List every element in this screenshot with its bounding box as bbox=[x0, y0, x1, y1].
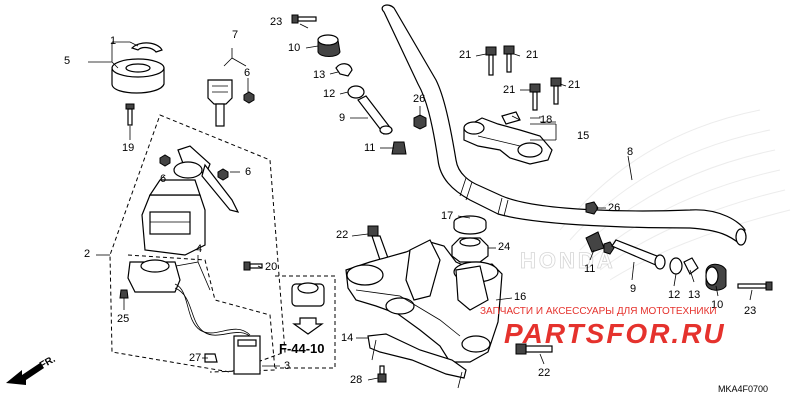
handlebar bbox=[381, 4, 747, 246]
callout-21: 21 bbox=[459, 49, 472, 61]
screw bbox=[119, 289, 129, 299]
key-cover bbox=[111, 58, 165, 94]
callout-12: 12 bbox=[668, 289, 681, 301]
nut bbox=[243, 91, 255, 104]
callout-22: 22 bbox=[336, 229, 349, 241]
callout-1: 1 bbox=[110, 35, 117, 47]
nut bbox=[217, 168, 229, 181]
callout-11: 11 bbox=[364, 142, 376, 154]
callout-6: 6 bbox=[160, 173, 167, 185]
nut bbox=[585, 201, 599, 215]
collar bbox=[669, 257, 683, 275]
callout-19: 19 bbox=[122, 142, 135, 154]
callout-27: 27 bbox=[189, 352, 202, 364]
callout-28: 28 bbox=[350, 374, 363, 386]
callout-21: 21 bbox=[568, 79, 581, 91]
callout-26: 26 bbox=[608, 202, 621, 214]
bolt bbox=[503, 45, 515, 73]
callout-7: 7 bbox=[232, 29, 239, 41]
watermark-line1: ЗАПЧАСТИ И АКСЕССУАРЫ ДЛЯ МОТОТЕХНИКИ bbox=[480, 306, 717, 317]
callout-14: 14 bbox=[341, 332, 354, 344]
fuel-cap-lock-ref bbox=[291, 282, 325, 307]
clip bbox=[204, 353, 218, 363]
pinch-bolt bbox=[515, 343, 553, 355]
clip bbox=[683, 257, 699, 275]
callout-15: 15 bbox=[577, 130, 590, 142]
bracket bbox=[367, 333, 467, 389]
callout-4: 4 bbox=[196, 243, 203, 255]
nut bbox=[603, 241, 615, 255]
ref-frame bbox=[275, 275, 336, 369]
callout-13: 13 bbox=[313, 69, 326, 81]
callout-10: 10 bbox=[711, 299, 724, 311]
callout-12: 12 bbox=[323, 88, 336, 100]
ignition-switch bbox=[141, 145, 240, 256]
circlip bbox=[130, 42, 163, 53]
stem-nut bbox=[451, 237, 489, 263]
callout-13: 13 bbox=[688, 289, 701, 301]
callout-18: 18 bbox=[540, 114, 553, 126]
ref-arrow bbox=[292, 317, 324, 335]
honda-brand-watermark: HONDA bbox=[520, 248, 616, 273]
callout-8: 8 bbox=[627, 146, 634, 158]
holder-plate bbox=[501, 111, 521, 125]
front-direction-arrow bbox=[6, 363, 44, 385]
bar-end-weight bbox=[705, 263, 727, 291]
callout-3: 3 bbox=[284, 360, 291, 372]
callout-24: 24 bbox=[498, 241, 511, 253]
callout-9: 9 bbox=[630, 283, 637, 295]
stem-cap bbox=[453, 215, 487, 235]
bolt bbox=[550, 77, 562, 105]
screw bbox=[243, 261, 263, 271]
callout-9: 9 bbox=[339, 112, 346, 124]
key bbox=[207, 79, 233, 127]
bolt bbox=[529, 83, 541, 111]
callout-21: 21 bbox=[526, 49, 539, 61]
callout-23: 23 bbox=[744, 305, 757, 317]
callout-10: 10 bbox=[288, 42, 301, 54]
watermark-line2: PARTSFOR.RU bbox=[504, 318, 726, 349]
callout-23: 23 bbox=[270, 16, 283, 28]
callout-25: 25 bbox=[117, 313, 130, 325]
callout-6: 6 bbox=[244, 67, 251, 79]
callout-17: 17 bbox=[441, 210, 454, 222]
screw bbox=[737, 281, 773, 291]
weight-rod bbox=[357, 95, 393, 135]
pinch-bolt bbox=[367, 225, 389, 261]
callout-6: 6 bbox=[245, 166, 252, 178]
callout-11: 11 bbox=[584, 263, 596, 275]
diagram-code: MKA4F0700 bbox=[718, 384, 769, 394]
bar-end-weight bbox=[317, 34, 341, 57]
callout-21: 21 bbox=[503, 84, 516, 96]
callout-2: 2 bbox=[84, 248, 91, 260]
clip bbox=[335, 63, 353, 77]
screw bbox=[291, 14, 317, 24]
rubber bbox=[391, 141, 407, 155]
nut bbox=[159, 154, 171, 167]
nut bbox=[413, 114, 427, 130]
upper-handlebar-holder bbox=[463, 117, 553, 165]
top-bridge bbox=[345, 239, 503, 363]
bolt bbox=[485, 46, 497, 76]
leader-lines bbox=[88, 23, 753, 381]
callout-16: 16 bbox=[514, 291, 527, 303]
ignition-sub-frame bbox=[127, 254, 276, 373]
connector bbox=[233, 335, 261, 375]
steering-lock bbox=[127, 259, 253, 339]
callout-20: 20 bbox=[265, 261, 278, 273]
callout-5: 5 bbox=[64, 55, 71, 67]
callout-26: 26 bbox=[413, 93, 426, 105]
callout-22: 22 bbox=[538, 367, 551, 379]
reference-label: F-44-10 bbox=[279, 341, 325, 356]
weight-rod bbox=[611, 239, 666, 270]
bolt bbox=[125, 103, 135, 126]
bolt bbox=[377, 365, 387, 383]
collar bbox=[347, 85, 365, 99]
